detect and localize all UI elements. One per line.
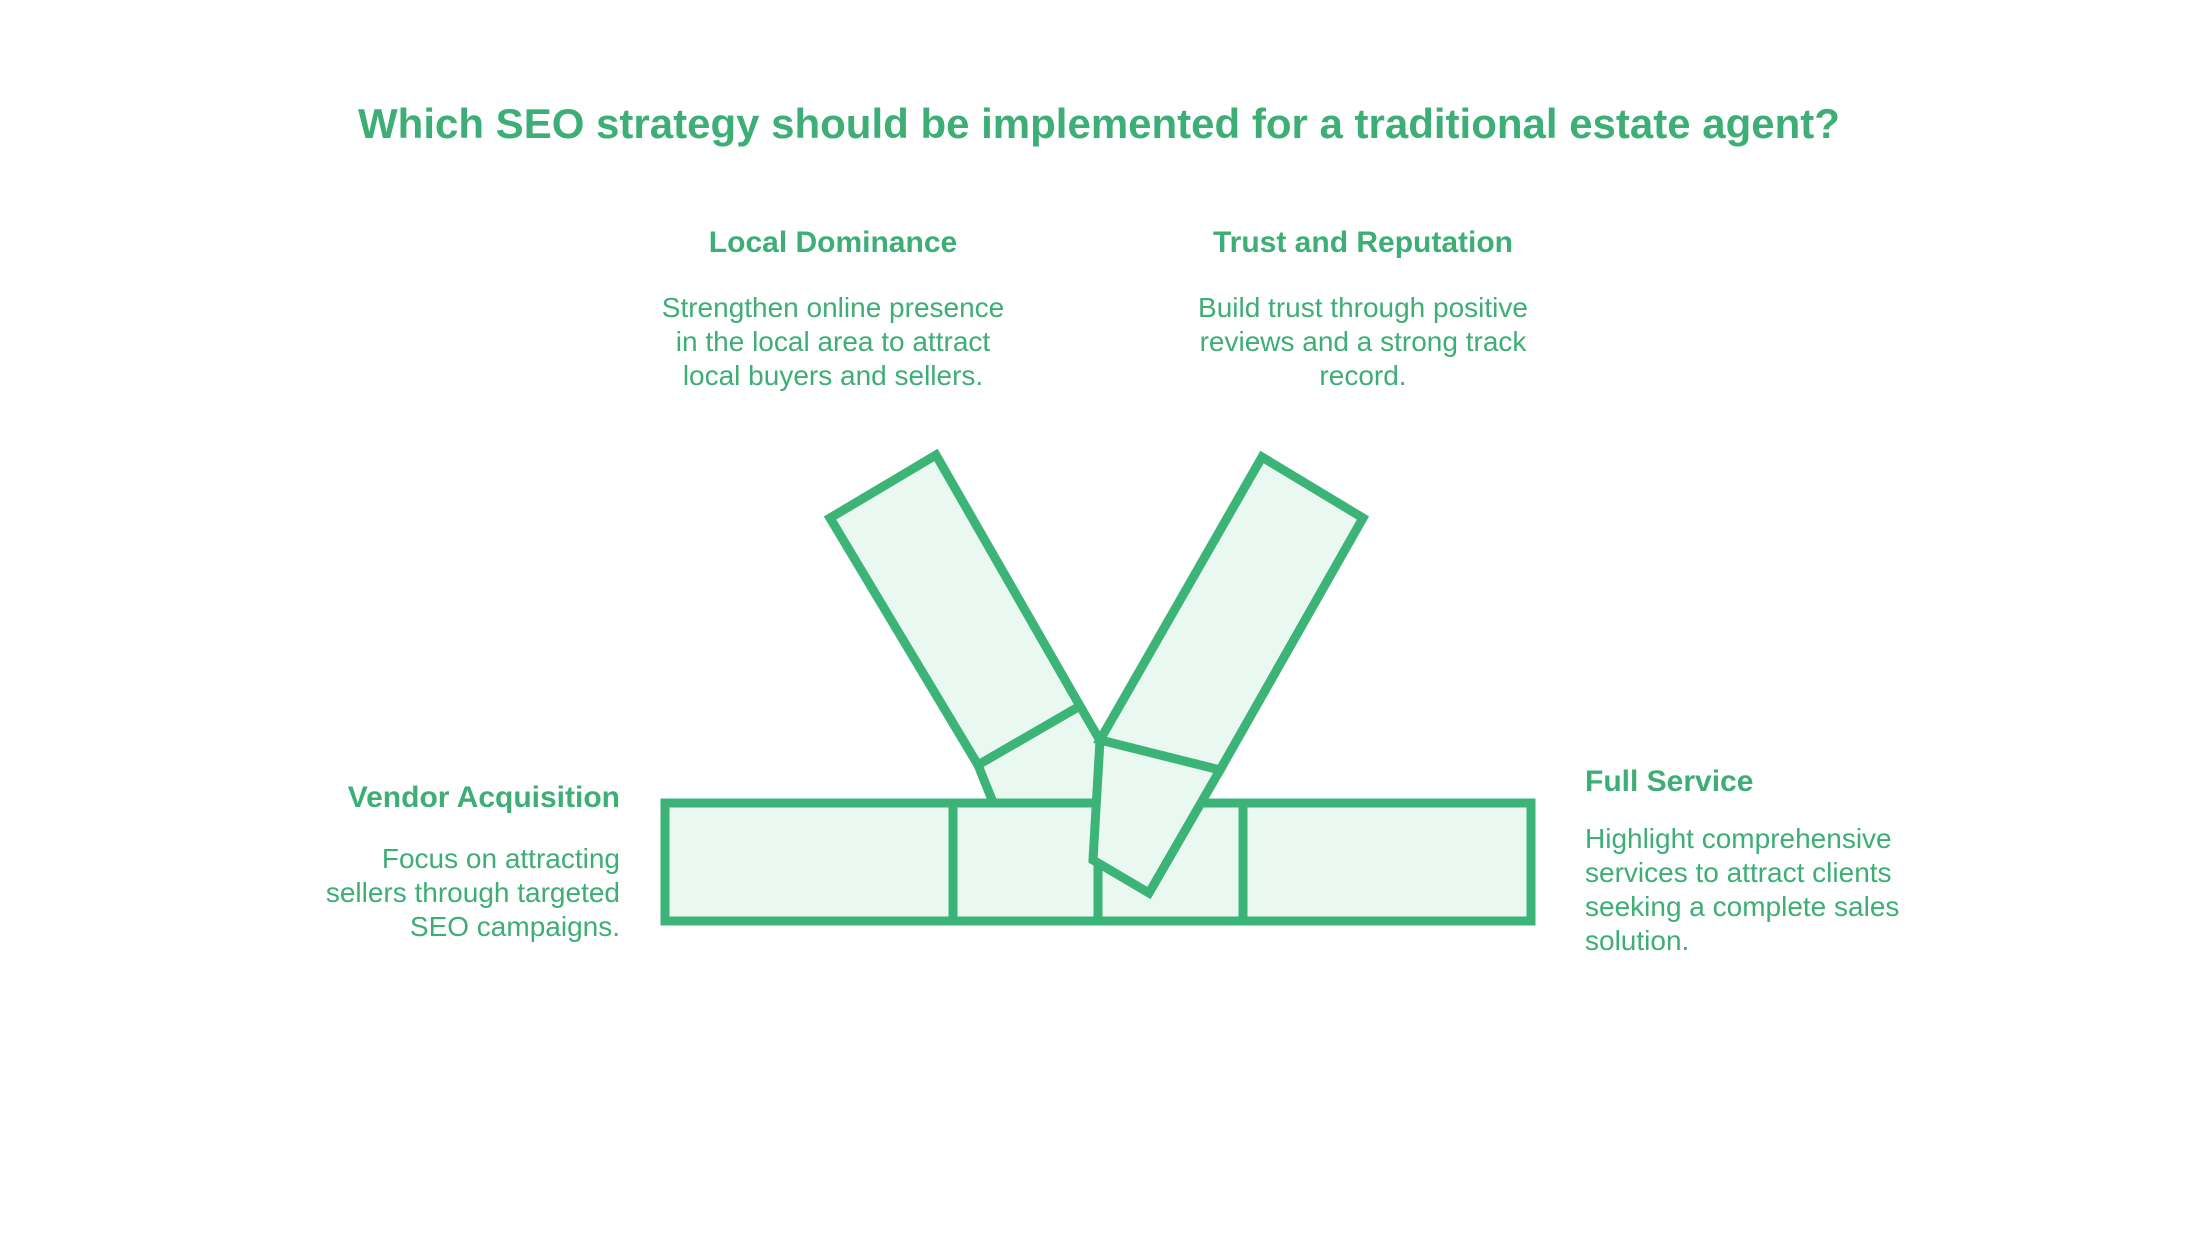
- section-local-dominance: Local Dominance Strengthen online presen…: [583, 225, 1083, 393]
- right-diagonal-bar-lower-segment: [1088, 734, 1227, 900]
- horizontal-bar-segment-1: [660, 798, 958, 926]
- page-title: Which SEO strategy should be implemented…: [358, 100, 1840, 147]
- section-trust-and-reputation-body: Build trust through positive reviews and…: [1198, 292, 1528, 391]
- left-diagonal-bar-upper-segment: [823, 448, 1087, 772]
- section-trust-and-reputation-heading: Trust and Reputation: [1213, 226, 1513, 259]
- section-local-dominance-heading: Local Dominance: [708, 226, 958, 259]
- horizontal-bar-segment-4: [1238, 798, 1536, 926]
- section-vendor-acquisition-heading: Vendor Acquisition: [347, 781, 620, 814]
- right-diagonal-bar-upper-segment: [1093, 450, 1370, 776]
- section-full-service-heading: Full Service: [1585, 765, 1754, 798]
- section-trust-and-reputation: Trust and Reputation Build trust through…: [1113, 225, 1613, 393]
- section-local-dominance-body: Strengthen online presence in the local …: [661, 292, 1005, 391]
- section-full-service: Full Service Highlight comprehensive ser…: [1585, 764, 2045, 958]
- section-full-service-body: Highlight comprehensive services to attr…: [1585, 823, 1900, 956]
- section-vendor-acquisition: Vendor Acquisition Focus on attracting s…: [170, 780, 620, 944]
- horizontal-bar-segment-2: [948, 798, 1103, 926]
- section-vendor-acquisition-body: Focus on attracting sellers through targ…: [325, 843, 620, 942]
